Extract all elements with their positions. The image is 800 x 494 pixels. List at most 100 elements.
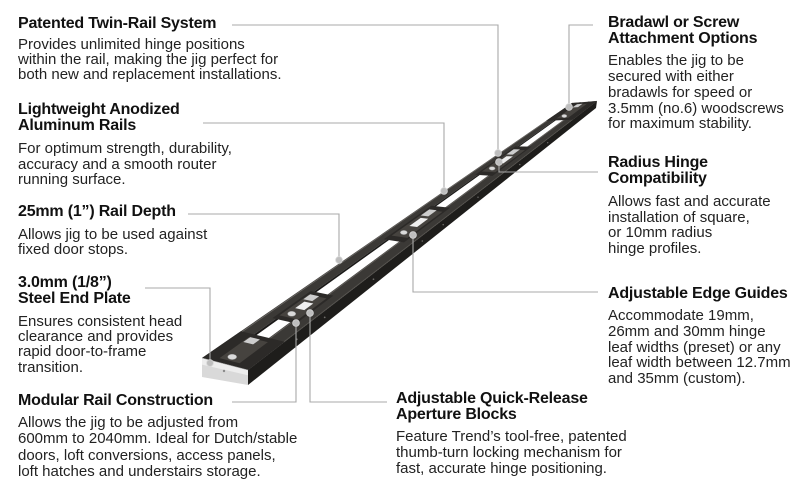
callout-description: Allows the jig to be adjusted from 600mm… (18, 414, 297, 480)
side-fixing-hole (323, 316, 326, 319)
aperture-block (272, 291, 334, 324)
end-plate-screw-hole (222, 369, 226, 373)
clamp-plate (303, 294, 320, 302)
description-line: transition. (18, 358, 84, 376)
callout-dot-quick-release-aperture-blocks (306, 309, 314, 317)
description-line: leaf widths (preset) or any (608, 338, 781, 356)
title-line: Steel End Plate (18, 290, 131, 308)
callout-title: Bradawl or Screw Attachment Options (608, 13, 784, 48)
description-line: installation of square, (608, 208, 750, 226)
thumb-turn-knob (561, 114, 568, 118)
title-line: Adjustable Edge Guides (608, 284, 788, 302)
thumb-turn-knob (227, 353, 237, 360)
description-line: fixed door stops. (18, 241, 129, 259)
description-line: hinge profiles. (608, 240, 702, 257)
callout-description: Allows fast and accurate installation of… (608, 194, 771, 257)
title-line: Compatibility (608, 170, 707, 188)
callout-patented-twin-rail-system: Patented Twin-Rail System Provides unlim… (18, 15, 282, 82)
description-line: Allows the jig to be adjusted from (18, 414, 239, 432)
clamp-plate (506, 149, 520, 155)
side-fixing-hole (519, 163, 521, 166)
callout-dot-adjustable-edge-guides (409, 231, 417, 239)
rail-side-face (248, 101, 597, 385)
callout-title: 3.0mm (1/8”) Steel End Plate (18, 274, 182, 308)
callout-dot-patented-twin-rail-system (494, 149, 502, 157)
callout-dots (206, 103, 573, 367)
description-line: Accommodate 19mm, (608, 307, 754, 325)
description-line: rapid door-to-frame (18, 343, 147, 361)
description-line: Provides unlimited hinge positions (18, 35, 245, 53)
description-line: fast, accurate hinge positioning. (396, 459, 607, 477)
callout-description: Feature Trend’s tool-free, patented thum… (396, 429, 627, 476)
description-line: both new and replacement installations. (18, 65, 282, 83)
callout-adjustable-edge-guides: Adjustable Edge Guides Accommodate 19mm,… (608, 284, 791, 387)
leader-line-steel-end-plate (145, 287, 211, 363)
callout-dot-lightweight-anodized-aluminum-rails (440, 187, 448, 195)
clamp-plate (572, 103, 583, 108)
thumb-turn-knob (400, 230, 408, 235)
callout-description: For optimum strength, durability, accura… (18, 141, 232, 188)
callout-radius-hinge-compatibility: Radius Hinge Compatibility Allows fast a… (608, 154, 771, 257)
callout-quick-release-aperture-blocks: Adjustable Quick-Release Aperture Blocks… (396, 389, 627, 477)
callout-description: Enables the jig to be secured with eithe… (608, 53, 784, 132)
callout-lightweight-anodized-aluminum-rails: Lightweight Anodized Aluminum Rails For … (18, 101, 232, 188)
callout-description: Provides unlimited hinge positions withi… (18, 37, 282, 82)
callout-rail-depth: 25mm (1”) Rail Depth Allows jig to be us… (18, 203, 208, 259)
aperture-block (383, 205, 451, 243)
hinge-jig-rail (201, 100, 597, 385)
leader-line-lightweight-anodized-aluminum-rails (203, 122, 445, 191)
callout-dot-modular-rail-construction (292, 319, 300, 327)
callout-title: Radius Hinge Compatibility (608, 154, 771, 188)
near-end-block (202, 331, 285, 370)
callout-description: Allows jig to be used against fixed door… (18, 225, 208, 259)
callout-bradawl-or-screw-attachment: Bradawl or Screw Attachment Options Enab… (608, 13, 784, 132)
leader-line-bradawl-or-screw-attachment (568, 24, 593, 107)
left-rail-edge-highlight (203, 102, 574, 359)
title-line: Attachment Options (608, 29, 758, 47)
title-line: Adjustable Quick-Release (396, 389, 588, 407)
title-line: 25mm (1”) Rail Depth (18, 203, 176, 220)
description-line: within the rail, making the jig perfect … (18, 50, 279, 68)
description-line: or 10mm radius (608, 224, 713, 242)
description-line: and 35mm (custom). (608, 370, 746, 387)
aperture-opening (295, 301, 314, 311)
callout-steel-end-plate: 3.0mm (1/8”) Steel End Plate Ensures con… (18, 274, 183, 376)
side-fixing-hole (477, 196, 479, 199)
description-line: Enables the jig to be (608, 52, 744, 70)
right-rail-outer-edge (247, 100, 597, 371)
title-line: Aluminum Rails (18, 117, 137, 135)
description-line: leaf width between 12.7mm (608, 354, 791, 372)
description-line: For optimum strength, durability, (18, 139, 232, 157)
description-line: bradawls for speed or (608, 83, 753, 101)
title-line: Modular Rail Construction (18, 391, 214, 409)
leader-line-rail-depth (188, 213, 340, 260)
title-line: Lightweight Anodized (18, 101, 180, 118)
far-end-block (546, 101, 597, 121)
callout-title: Adjustable Quick-Release Aperture Blocks (396, 389, 627, 424)
thumb-turn-knob (287, 311, 297, 317)
description-line: 3.5mm (no.6) woodscrews (608, 99, 784, 117)
thumb-turn-knob (488, 166, 496, 171)
title-line: Aperture Blocks (396, 405, 517, 423)
leader-line-modular-rail-construction (232, 323, 297, 403)
callout-title: 25mm (1”) Rail Depth (18, 203, 207, 220)
callout-title: Adjustable Edge Guides (608, 284, 791, 302)
callout-dot-bradawl-or-screw-attachment (565, 103, 573, 111)
aperture-block (475, 146, 532, 176)
description-line: Ensures consistent head (18, 312, 183, 330)
description-line: Feature Trend’s tool-free, patented (396, 428, 627, 446)
description-line: doors, loft conversions, access panels, (18, 446, 276, 464)
callout-dot-steel-end-plate (206, 359, 214, 367)
callout-title: Modular Rail Construction (18, 391, 297, 409)
description-line: Allows jig to be used against (18, 225, 208, 243)
clamp-plate (243, 337, 260, 345)
callout-title: Lightweight Anodized Aluminum Rails (18, 101, 232, 135)
description-line: clearance and provides (18, 328, 174, 346)
description-line: for maximum stability. (608, 115, 752, 133)
leader-line-adjustable-edge-guides (412, 235, 598, 293)
title-line: Bradawl or Screw (608, 13, 740, 31)
description-line: secured with either (608, 68, 734, 86)
description-line: loft hatches and understairs storage. (18, 462, 261, 480)
